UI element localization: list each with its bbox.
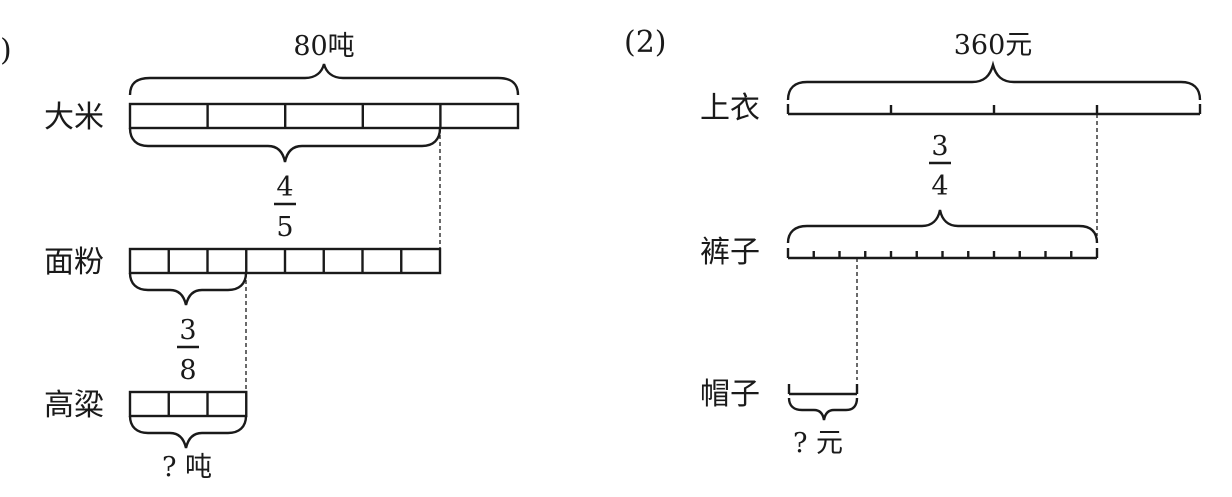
- total-label-shirt: 360元: [954, 30, 1033, 61]
- brace-total-rice: [128, 63, 520, 96]
- row-label-flour: 面粉: [44, 245, 104, 280]
- fraction-pants-denominator: 4: [931, 171, 948, 202]
- problem-2-index: (2): [624, 25, 667, 60]
- fraction-flour-numerator: 3: [179, 315, 196, 346]
- row-label-sorghum: 高粱: [44, 388, 104, 423]
- fraction-pants: 3 4: [929, 131, 951, 202]
- row-label-shirt: 上衣: [700, 91, 760, 126]
- bar-rice: [128, 102, 520, 130]
- fraction-rice: 4 5: [274, 172, 296, 243]
- fraction-pants-numerator: 3: [931, 131, 948, 162]
- row-label-rice: 大米: [44, 100, 104, 135]
- problem-2: (2) 360元 上衣 裤子 帽子 3 4 ? 元: [624, 25, 1202, 459]
- total-label-rice: 80吨: [293, 31, 354, 62]
- row-label-pants: 裤子: [700, 235, 760, 270]
- problem-1-index: ): [0, 33, 12, 68]
- fraction-flour-denominator: 8: [179, 355, 196, 386]
- fraction-rice-denominator: 5: [276, 212, 293, 243]
- line-pants: [786, 248, 1099, 260]
- fraction-flour: 3 8: [177, 315, 199, 386]
- brace-sorghum: [128, 415, 248, 449]
- brace-hat: [787, 397, 859, 421]
- bar-rice-outline: [128, 102, 520, 130]
- row-label-hat: 帽子: [700, 377, 760, 412]
- unknown-label-hat: ? 元: [793, 428, 843, 459]
- unknown-label-sorghum: ? 吨: [162, 452, 212, 483]
- bar-sorghum: [128, 390, 248, 418]
- problem-1: ) 80吨 大米 面粉 高粱 4 5 3 8: [0, 31, 520, 483]
- brace-pants-fraction: [786, 209, 1099, 244]
- brace-total-shirt: [786, 60, 1202, 101]
- fraction-rice-numerator: 4: [276, 172, 293, 203]
- brace-flour-fraction: [128, 272, 248, 306]
- line-hat: [787, 384, 859, 396]
- bar-sorghum-outline: [128, 390, 248, 418]
- brace-rice-fraction: [128, 127, 442, 163]
- bar-flour: [128, 247, 442, 275]
- line-shirt: [786, 104, 1202, 116]
